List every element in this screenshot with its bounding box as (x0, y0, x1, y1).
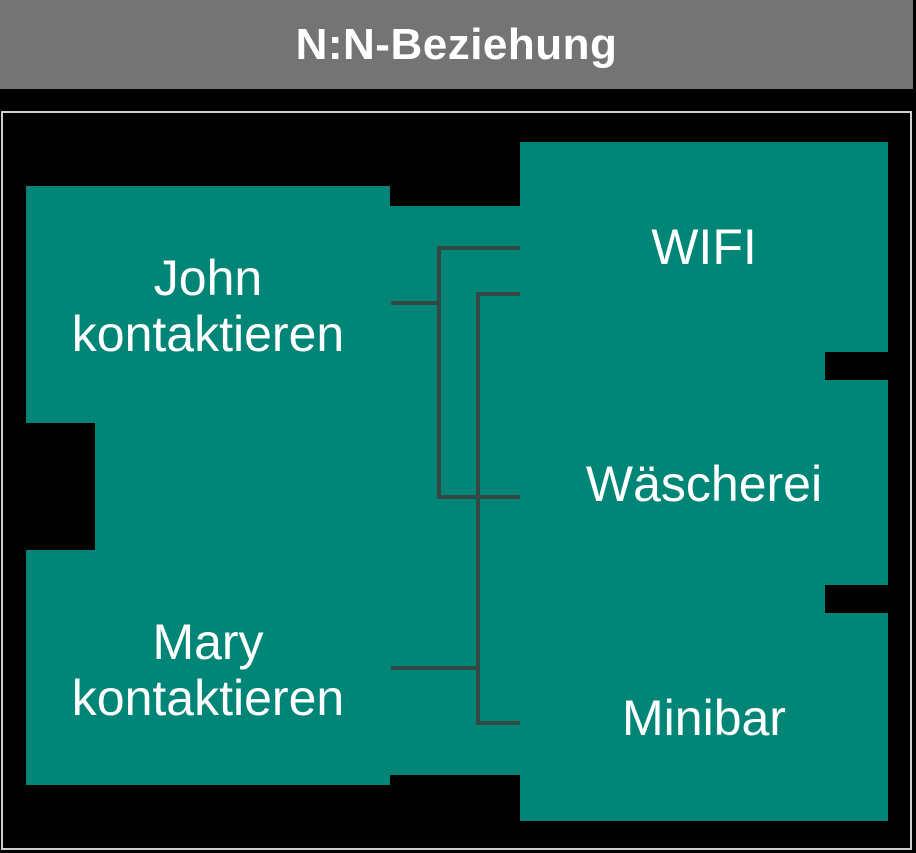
entity-label-john: John kontaktieren (71, 250, 345, 362)
right-column-notch-bottom (825, 585, 888, 613)
entity-column-right (520, 142, 888, 821)
connector-john-vertical (437, 246, 441, 499)
connector-mary-to-minibar (476, 721, 520, 725)
diagram-title: N:N-Beziehung (295, 19, 618, 69)
left-column-notch (3, 423, 95, 550)
relation-bridge (390, 206, 520, 775)
entity-label-wifi: WIFI (651, 219, 757, 275)
connector-john-to-wifi (437, 246, 520, 250)
connector-mary-vertical (476, 292, 480, 725)
connector-mary-stub (391, 666, 480, 670)
right-column-notch-top (825, 352, 888, 380)
entity-label-mary: Mary kontaktieren (71, 614, 345, 726)
entity-label-waescherei: Wäscherei (585, 456, 823, 512)
connector-mary-to-wifi (476, 292, 520, 296)
entity-label-minibar: Minibar (622, 690, 786, 746)
connector-john-stub (391, 301, 440, 305)
title-bar: N:N-Beziehung (0, 0, 913, 89)
